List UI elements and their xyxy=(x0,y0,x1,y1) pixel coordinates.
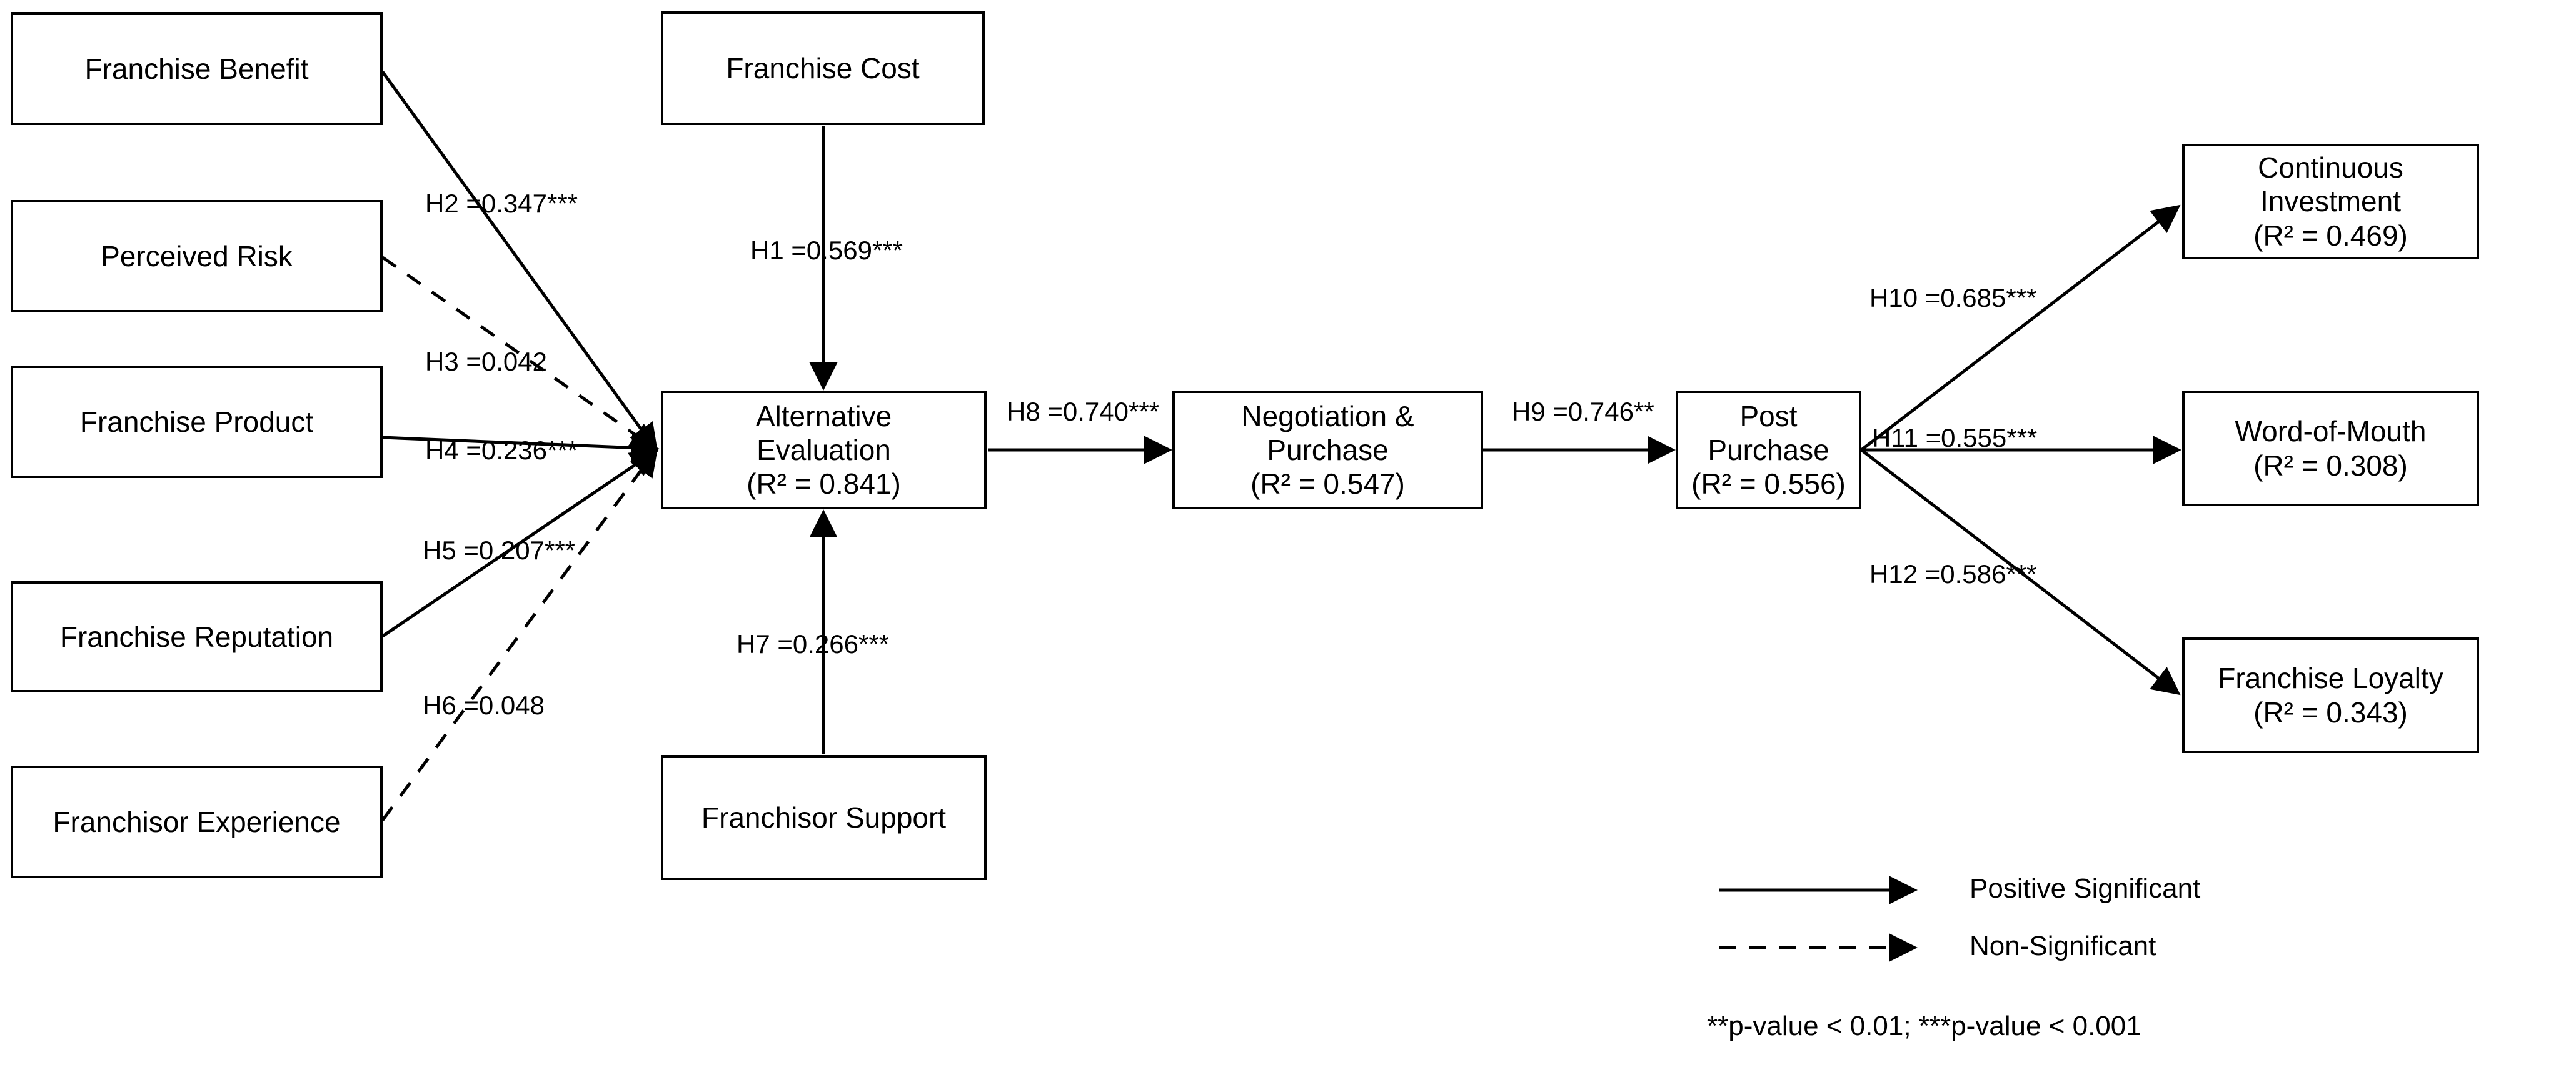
legend-label-non-significant: Non-Significant xyxy=(1970,931,2156,961)
node-label: Franchise Cost xyxy=(726,51,920,84)
path-label-H12: H12 =0.586*** xyxy=(1869,559,2037,589)
node-label-line2: Evaluation xyxy=(757,433,891,466)
node-label-line1: Continuous Investment xyxy=(2258,151,2403,218)
node-label-line1: Alternative xyxy=(755,399,892,432)
node-label: Franchise Product xyxy=(79,405,314,438)
path-line-H6 xyxy=(381,448,658,821)
node-franchise-product[interactable]: Franchise Product xyxy=(11,366,383,478)
node-post-purchase[interactable]: Post Purchase (R² = 0.556) xyxy=(1676,391,1861,509)
node-franchisor-support[interactable]: Franchisor Support xyxy=(661,755,987,880)
node-franchise-cost[interactable]: Franchise Cost xyxy=(661,11,985,125)
path-line-H12 xyxy=(1860,449,2181,696)
node-negotiation-purchase[interactable]: Negotiation & Purchase (R² = 0.547) xyxy=(1172,391,1483,509)
path-label-H3: H3 =0.042 xyxy=(425,347,547,376)
path-line-H5 xyxy=(381,449,659,638)
node-label-block: Negotiation & Purchase (R² = 0.547) xyxy=(1235,399,1420,501)
path-label-H7: H7 =0.266*** xyxy=(737,629,890,659)
node-continuous-investment[interactable]: Continuous Investment (R² = 0.469) xyxy=(2182,144,2479,259)
node-label-block: Franchise Loyalty (R² = 0.343) xyxy=(2211,661,2450,729)
path-label-H5: H5 =0.207*** xyxy=(423,536,576,565)
node-label-block: Post Purchase (R² = 0.556) xyxy=(1678,399,1859,501)
path-label-H10: H10 =0.685*** xyxy=(1869,283,2037,312)
path-line-H3 xyxy=(381,256,659,452)
node-r2-value: (R² = 0.841) xyxy=(747,468,901,501)
path-label-H9: H9 =0.746** xyxy=(1512,397,1654,426)
legend-pvalue-note: **p-value < 0.01; ***p-value < 0.001 xyxy=(1707,1011,2141,1041)
node-label: Franchise Reputation xyxy=(59,620,334,653)
node-r2-value: (R² = 0.547) xyxy=(1250,468,1405,501)
node-r2-value: (R² = 0.308) xyxy=(2253,449,2408,482)
node-label: Franchise Benefit xyxy=(84,52,309,85)
node-label-line2: Purchase xyxy=(1267,433,1389,466)
node-perceived-risk[interactable]: Perceived Risk xyxy=(11,200,383,312)
node-label: Franchisor Support xyxy=(701,801,947,834)
node-r2-value: (R² = 0.343) xyxy=(2253,696,2408,729)
node-label-block: Word-of-Mouth (R² = 0.308) xyxy=(2229,414,2433,482)
node-r2-value: (R² = 0.469) xyxy=(2253,219,2408,252)
node-franchise-loyalty[interactable]: Franchise Loyalty (R² = 0.343) xyxy=(2182,638,2479,753)
path-label-H6: H6 =0.048 xyxy=(423,691,545,720)
node-label-block: Alternative Evaluation (R² = 0.841) xyxy=(740,399,907,501)
path-label-H11: H11 =0.555*** xyxy=(1872,423,2038,452)
node-label: Perceived Risk xyxy=(101,239,293,272)
node-label-line1: Post Purchase xyxy=(1708,399,1829,466)
node-r2-value: (R² = 0.556) xyxy=(1691,468,1846,501)
path-label-H2: H2 =0.347*** xyxy=(425,189,578,218)
node-label-line1: Franchise Loyalty xyxy=(2218,662,2443,695)
path-label-H4: H4 =0.236*** xyxy=(425,436,578,465)
path-label-H8: H8 =0.740*** xyxy=(1007,397,1160,426)
path-line-H4 xyxy=(382,433,660,462)
node-label-line1: Negotiation & xyxy=(1241,399,1414,432)
path-label-H1: H1 =0.569*** xyxy=(750,236,903,265)
node-word-of-mouth[interactable]: Word-of-Mouth (R² = 0.308) xyxy=(2182,391,2479,506)
node-franchise-benefit[interactable]: Franchise Benefit xyxy=(11,12,383,125)
node-label: Franchisor Experience xyxy=(53,805,341,838)
legend-label-positive-significant: Positive Significant xyxy=(1970,873,2201,904)
node-franchise-reputation[interactable]: Franchise Reputation xyxy=(11,581,383,692)
node-alternative-evaluation[interactable]: Alternative Evaluation (R² = 0.841) xyxy=(661,391,987,509)
node-label-block: Continuous Investment (R² = 0.469) xyxy=(2185,151,2477,252)
node-label-line1: Word-of-Mouth xyxy=(2235,415,2427,448)
path-line-H2 xyxy=(381,71,658,452)
node-franchisor-experience[interactable]: Franchisor Experience xyxy=(11,766,383,878)
path-line-H10 xyxy=(1860,204,2181,451)
